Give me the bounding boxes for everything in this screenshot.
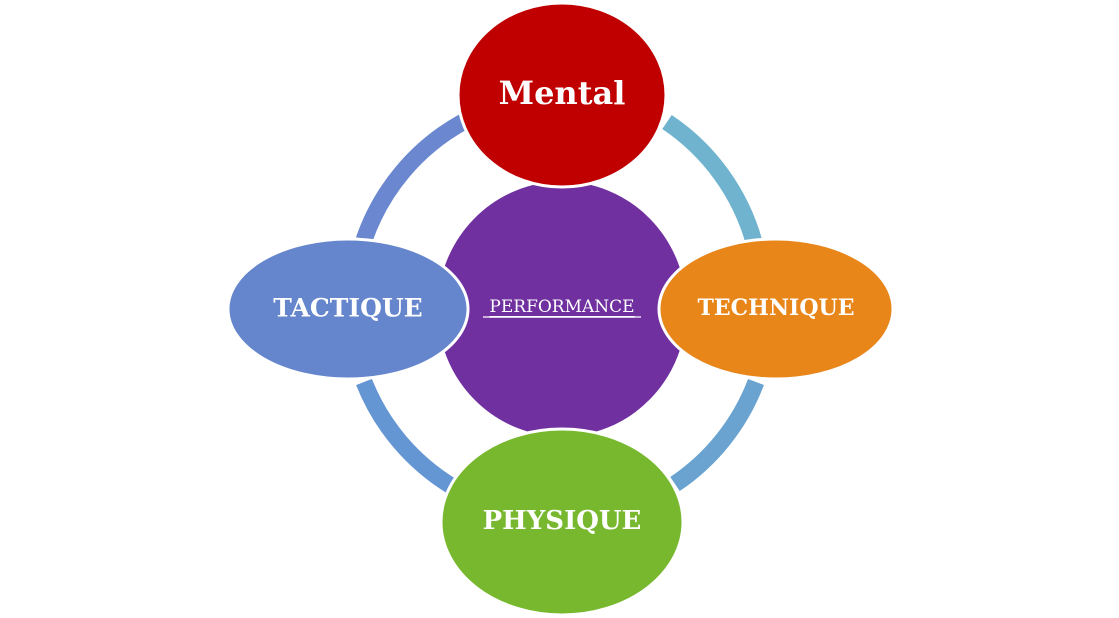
node-physique: PHYSIQUE bbox=[439, 427, 685, 617]
center-label: PERFORMANCE bbox=[489, 297, 634, 317]
arc-technique-physique bbox=[670, 378, 764, 492]
arc-physique-tactique bbox=[356, 378, 458, 495]
node-physique-label: PHYSIQUE bbox=[483, 506, 642, 536]
node-physique-shape bbox=[439, 427, 685, 617]
arc-mental-technique bbox=[662, 114, 763, 245]
node-tactique-label: TACTIQUE bbox=[273, 294, 422, 323]
node-technique: TECHNIQUE bbox=[657, 237, 895, 381]
node-mental-shape bbox=[456, 1, 668, 189]
arc-tactique-mental bbox=[355, 114, 468, 243]
node-tactique: TACTIQUE bbox=[226, 237, 470, 381]
node-technique-shape bbox=[657, 237, 895, 381]
node-technique-label: TECHNIQUE bbox=[698, 295, 855, 321]
node-mental-label: Mental bbox=[499, 74, 626, 112]
center-node-performance: PERFORMANCE bbox=[434, 178, 690, 440]
connector-ring bbox=[355, 114, 764, 495]
node-tactique-shape bbox=[226, 237, 470, 381]
node-mental: Mental bbox=[456, 1, 668, 189]
